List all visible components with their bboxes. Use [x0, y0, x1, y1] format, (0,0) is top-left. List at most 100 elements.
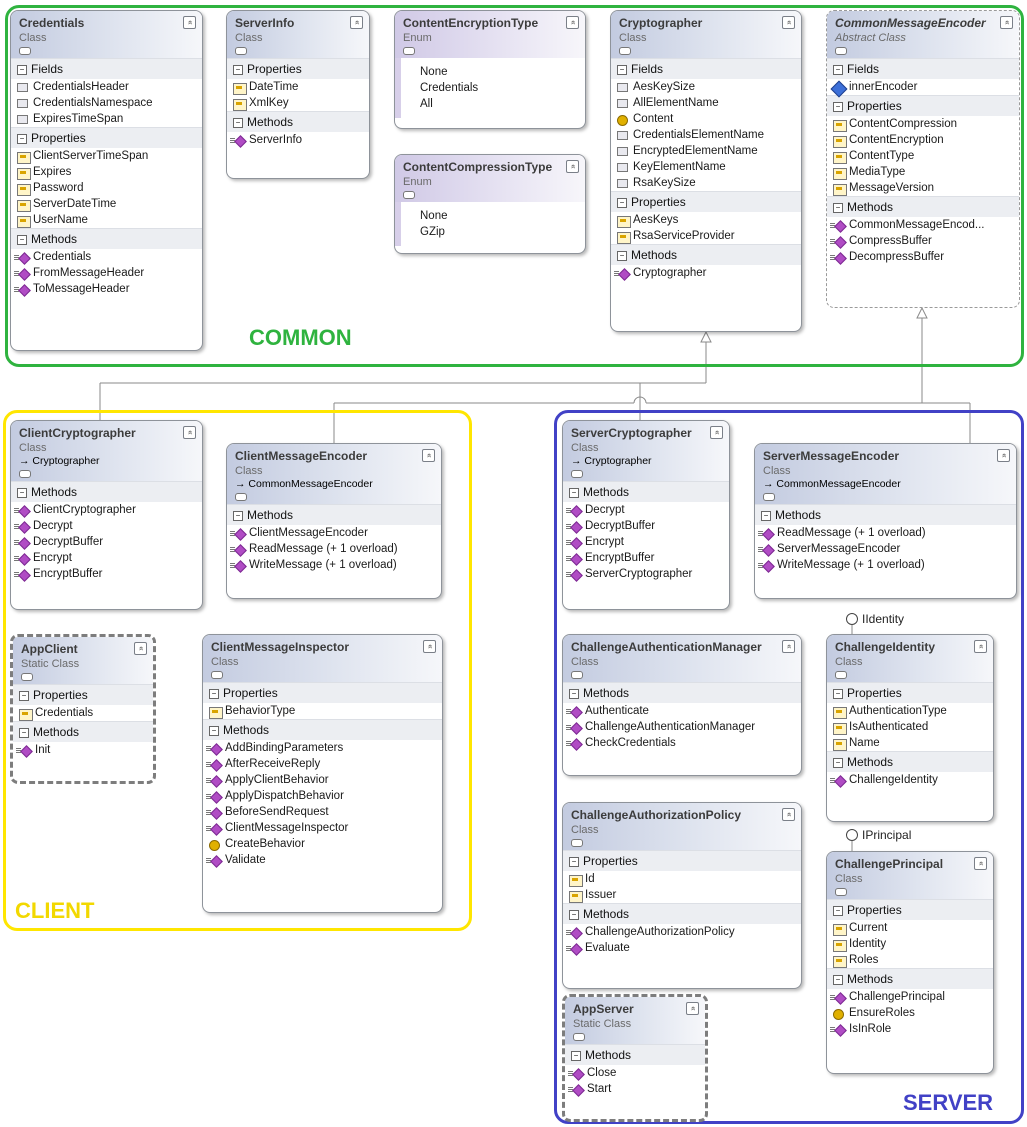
expand-toggle-icon[interactable] [235, 493, 247, 501]
member-credentials[interactable]: Credentials [13, 705, 153, 721]
member-clientmessageinspector[interactable]: ClientMessageInspector [203, 820, 442, 836]
expand-toggle-icon[interactable] [835, 888, 847, 896]
member-encrypt[interactable]: Encrypt [11, 550, 202, 566]
expand-toggle-icon[interactable] [571, 671, 583, 679]
member-encryptedelementname[interactable]: EncryptedElementName [611, 143, 801, 159]
member-allelementname[interactable]: AllElementName [611, 95, 801, 111]
member-frommessageheader[interactable]: FromMessageHeader [11, 265, 202, 281]
member-decryptbuffer[interactable]: DecryptBuffer [11, 534, 202, 550]
member-authenticate[interactable]: Authenticate [563, 703, 801, 719]
expand-toggle-icon[interactable] [619, 47, 631, 55]
member-validate[interactable]: Validate [203, 852, 442, 868]
member-beforesendrequest[interactable]: BeforeSendRequest [203, 804, 442, 820]
collapse-chevron-icon[interactable]: « [183, 16, 196, 29]
section-methods[interactable]: −Methods [11, 228, 202, 249]
expand-toggle-icon[interactable] [19, 47, 31, 55]
member-applydispatchbehavior[interactable]: ApplyDispatchBehavior [203, 788, 442, 804]
member-authenticationtype[interactable]: AuthenticationType [827, 703, 993, 719]
member-id[interactable]: Id [563, 871, 801, 887]
section-properties[interactable]: −Properties [11, 127, 202, 148]
section-collapse-icon[interactable]: − [833, 689, 843, 699]
member-expires[interactable]: Expires [11, 164, 202, 180]
member-isinrole[interactable]: IsInRole [827, 1021, 993, 1037]
expand-toggle-icon[interactable] [835, 671, 847, 679]
member-behaviortype[interactable]: BehaviorType [203, 703, 442, 719]
section-methods[interactable]: −Methods [227, 111, 369, 132]
member-addbindingparameters[interactable]: AddBindingParameters [203, 740, 442, 756]
section-collapse-icon[interactable]: − [17, 235, 27, 245]
section-collapse-icon[interactable]: − [833, 203, 843, 213]
member-contentencryption[interactable]: ContentEncryption [827, 132, 1019, 148]
member-isauthenticated[interactable]: IsAuthenticated [827, 719, 993, 735]
expand-toggle-icon[interactable] [211, 671, 223, 679]
section-properties[interactable]: −Properties [611, 191, 801, 212]
expand-toggle-icon[interactable] [571, 470, 583, 478]
member-readmessage-1-overload[interactable]: ReadMessage (+ 1 overload) [755, 525, 1016, 541]
collapse-chevron-icon[interactable]: « [974, 857, 987, 870]
member-issuer[interactable]: Issuer [563, 887, 801, 903]
member-clientmessageencoder[interactable]: ClientMessageEncoder [227, 525, 441, 541]
section-collapse-icon[interactable]: − [17, 134, 27, 144]
collapse-chevron-icon[interactable]: « [134, 642, 147, 655]
section-collapse-icon[interactable]: − [617, 251, 627, 261]
section-collapse-icon[interactable]: − [233, 118, 243, 128]
collapse-chevron-icon[interactable]: « [566, 16, 579, 29]
section-collapse-icon[interactable]: − [833, 975, 843, 985]
section-collapse-icon[interactable]: − [833, 906, 843, 916]
member-decrypt[interactable]: Decrypt [11, 518, 202, 534]
member-credentialsheader[interactable]: CredentialsHeader [11, 79, 202, 95]
member-challengeidentity[interactable]: ChallengeIdentity [827, 772, 993, 788]
member-decrypt[interactable]: Decrypt [563, 502, 729, 518]
collapse-chevron-icon[interactable]: « [974, 640, 987, 653]
section-properties[interactable]: −Properties [203, 682, 442, 703]
member-contenttype[interactable]: ContentType [827, 148, 1019, 164]
member-credentialsnamespace[interactable]: CredentialsNamespace [11, 95, 202, 111]
collapse-chevron-icon[interactable]: « [686, 1002, 699, 1015]
section-properties[interactable]: −Properties [827, 95, 1019, 116]
member-mediatype[interactable]: MediaType [827, 164, 1019, 180]
member-encrypt[interactable]: Encrypt [563, 534, 729, 550]
member-challengeprincipal[interactable]: ChallengePrincipal [827, 989, 993, 1005]
section-methods[interactable]: −Methods [827, 196, 1019, 217]
member-clientservertimespan[interactable]: ClientServerTimeSpan [11, 148, 202, 164]
section-methods[interactable]: −Methods [755, 504, 1016, 525]
member-serverdatetime[interactable]: ServerDateTime [11, 196, 202, 212]
section-collapse-icon[interactable]: − [569, 910, 579, 920]
member-challengeauthenticationmanager[interactable]: ChallengeAuthenticationManager [563, 719, 801, 735]
collapse-chevron-icon[interactable]: « [782, 640, 795, 653]
section-fields[interactable]: −Fields [11, 58, 202, 79]
section-methods[interactable]: −Methods [563, 682, 801, 703]
member-username[interactable]: UserName [11, 212, 202, 228]
section-collapse-icon[interactable]: − [833, 102, 843, 112]
member-expirestimespan[interactable]: ExpiresTimeSpan [11, 111, 202, 127]
member-credentialselementname[interactable]: CredentialsElementName [611, 127, 801, 143]
expand-toggle-icon[interactable] [573, 1033, 585, 1041]
member-tomessageheader[interactable]: ToMessageHeader [11, 281, 202, 297]
section-collapse-icon[interactable]: − [17, 65, 27, 75]
section-methods[interactable]: −Methods [827, 751, 993, 772]
collapse-chevron-icon[interactable]: « [566, 160, 579, 173]
collapse-chevron-icon[interactable]: « [782, 808, 795, 821]
member-name[interactable]: Name [827, 735, 993, 751]
expand-toggle-icon[interactable] [571, 839, 583, 847]
member-compressbuffer[interactable]: CompressBuffer [827, 233, 1019, 249]
section-methods[interactable]: −Methods [11, 481, 202, 502]
collapse-chevron-icon[interactable]: « [183, 426, 196, 439]
collapse-chevron-icon[interactable]: « [423, 640, 436, 653]
section-collapse-icon[interactable]: − [569, 488, 579, 498]
collapse-chevron-icon[interactable]: « [997, 449, 1010, 462]
member-evaluate[interactable]: Evaluate [563, 940, 801, 956]
section-methods[interactable]: −Methods [13, 721, 153, 742]
member-contentcompression[interactable]: ContentCompression [827, 116, 1019, 132]
member-aeskeysize[interactable]: AesKeySize [611, 79, 801, 95]
member-xmlkey[interactable]: XmlKey [227, 95, 369, 111]
member-identity[interactable]: Identity [827, 936, 993, 952]
member-keyelementname[interactable]: KeyElementName [611, 159, 801, 175]
